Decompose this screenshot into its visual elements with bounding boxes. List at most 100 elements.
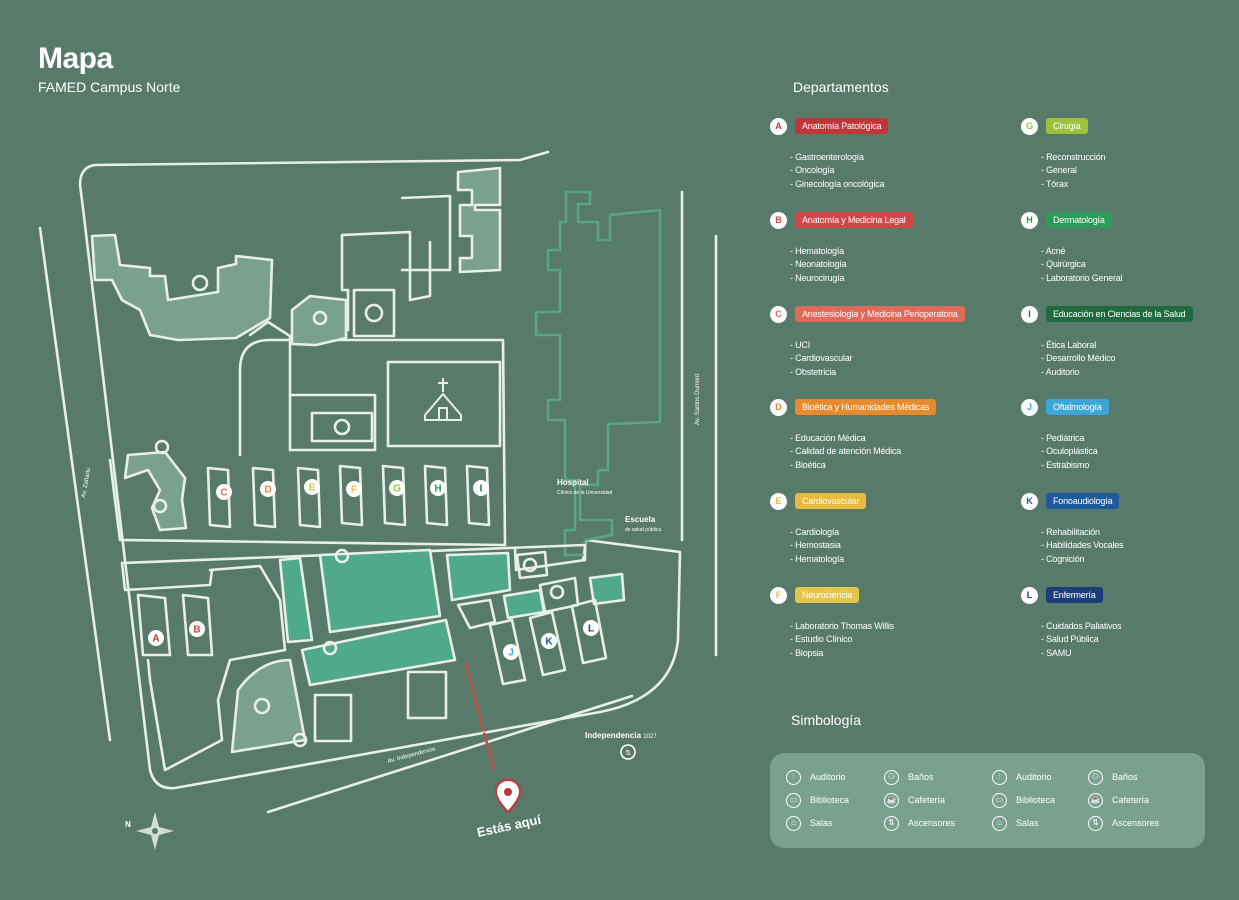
department-f[interactable]: FNeurocienciaLaboratorio Thomas WillisEs… (770, 586, 1010, 660)
department-subitems: RehabilitaciónHabilidades VocalesCognici… (1041, 526, 1239, 566)
department-g[interactable]: GCirugíaReconstrucciónGeneralTórax (1021, 117, 1239, 191)
building-letter-i: I (480, 484, 483, 495)
department-name-pill: Dermatología (1046, 212, 1112, 228)
symbology-label: Baños (908, 772, 934, 782)
department-subitem: Oncología (790, 164, 1010, 177)
building-marker-f[interactable] (346, 481, 362, 497)
symbology-item: ⇅Ascensores (884, 815, 955, 831)
department-name-pill: Oftalmología (1046, 399, 1109, 415)
building-letter-c: C (220, 488, 227, 499)
department-letter-badge: D (770, 398, 787, 416)
department-name-pill: Anatomía Patológica (795, 118, 889, 134)
page-subtitle: FAMED Campus Norte (38, 79, 181, 95)
department-subitem: Pediátrica (1041, 432, 1239, 445)
campus-boundary (78, 150, 682, 790)
department-l[interactable]: LEnfermeríaCuidados PaliativosSalud Públ… (1021, 586, 1239, 660)
department-subitem: Cardiología (790, 526, 1010, 539)
north-label: N (125, 820, 131, 829)
department-subitem: Bioética (790, 459, 1010, 472)
department-letter-badge: C (770, 305, 787, 323)
department-j[interactable]: JOftalmologíaPediátricaOculoplásticaEstr… (1021, 398, 1239, 472)
symbology-label: Cafetería (1112, 795, 1150, 805)
department-h[interactable]: HDermatologíaAcnéQuirúrgicaLaboratorio G… (1021, 211, 1239, 285)
building-marker-j[interactable] (503, 644, 519, 660)
hospital-label: Hospital (557, 478, 589, 487)
you-are-here-label: Estás aquí (476, 812, 543, 840)
department-header: H Dermatología (1021, 211, 1239, 229)
building-letter-a: A (152, 634, 159, 645)
street-label-zanartu: Av. Zañartu (81, 467, 92, 498)
map-header: Mapa FAMED Campus Norte (38, 42, 180, 96)
soccer-field-1 (310, 411, 374, 443)
department-a[interactable]: A Anatomía PatológicaGastroenterologíaOnc… (770, 117, 1010, 191)
symbology-item: ⚇Baños (884, 769, 934, 785)
symbology-label: Ascensores (1112, 818, 1160, 828)
department-subitem: Biopsia (790, 647, 1010, 660)
building-marker-b[interactable] (189, 621, 205, 637)
department-subitem: Habilidades Vocales (1041, 539, 1239, 552)
building-letter-g: G (393, 484, 401, 495)
symbology-item: ☕Cafetería (884, 792, 945, 808)
department-subitem: Oculoplástica (1041, 445, 1239, 458)
location-pin-icon[interactable] (494, 778, 522, 814)
symbology-label: Biblioteca (1016, 795, 1056, 805)
department-subitem: Hematología (790, 245, 1010, 258)
building-marker-i[interactable] (473, 480, 489, 496)
building-marker-c[interactable] (216, 484, 232, 500)
department-subitem: Ginecología oncológica (790, 178, 1010, 191)
green-area-3 (300, 618, 457, 687)
building-marker-l[interactable] (583, 620, 599, 636)
department-subitem: Educación Médica (790, 432, 1010, 445)
restroom-icon: ⚇ (1088, 769, 1103, 785)
building-marker-h[interactable] (430, 480, 446, 496)
department-letter-badge: A (770, 117, 787, 135)
street-zanartu (38, 226, 112, 742)
department-letter-badge: H (1021, 211, 1038, 229)
department-subitems: Educación MédicaCalidad de atención Médi… (790, 432, 1010, 472)
department-subitem: Acné (1041, 245, 1239, 258)
building-marker-k[interactable] (541, 633, 557, 649)
department-subitem: Estudio Clínico (790, 633, 1010, 646)
department-subitem: Cardiovascular (790, 352, 1010, 365)
department-subitem: Estrabismo (1041, 459, 1239, 472)
building-marker-a[interactable] (148, 630, 164, 646)
symbology-item: ⦙Auditorio (786, 769, 846, 785)
department-e[interactable]: ECardiovascularCardiologíaHemostasiaHema… (770, 492, 1010, 566)
department-subitem: SAMU (1041, 647, 1239, 660)
building-tower (456, 166, 502, 274)
address-street: Independencia (585, 731, 642, 740)
department-name-pill: Neurociencia (795, 587, 860, 603)
street-independencia (266, 694, 634, 814)
building-cafeteria (290, 294, 348, 347)
symbology-item: ⌂Salas (786, 815, 833, 831)
soccer-field-2 (352, 288, 396, 338)
building-marker-e[interactable] (304, 479, 320, 495)
symbology-item: ⚇Baños (1088, 769, 1138, 785)
metro-icon: ⇅ (620, 744, 636, 760)
escuela-label: Escuela (625, 515, 656, 524)
building-letter-b: B (193, 625, 200, 636)
department-subitems: ReconstrucciónGeneralTórax (1041, 151, 1239, 191)
department-subitem: Rehabilitación (1041, 526, 1239, 539)
building-letter-j: J (508, 648, 514, 659)
green-area-1 (278, 556, 314, 644)
department-subitem: Ética Laboral (1041, 339, 1239, 352)
building-marker-g[interactable] (389, 480, 405, 496)
elevator-icon: ⇅ (1088, 815, 1103, 831)
department-k[interactable]: KFonoaudiologíaRehabilitaciónHabilidades… (1021, 492, 1239, 566)
department-letter-badge: K (1021, 492, 1038, 510)
department-name-pill: Cirugía (1046, 118, 1088, 134)
department-subitems: GastroenterologíaOncologíaGinecología on… (790, 151, 1010, 191)
building-marker-d[interactable] (260, 481, 276, 497)
church-block (386, 360, 502, 448)
